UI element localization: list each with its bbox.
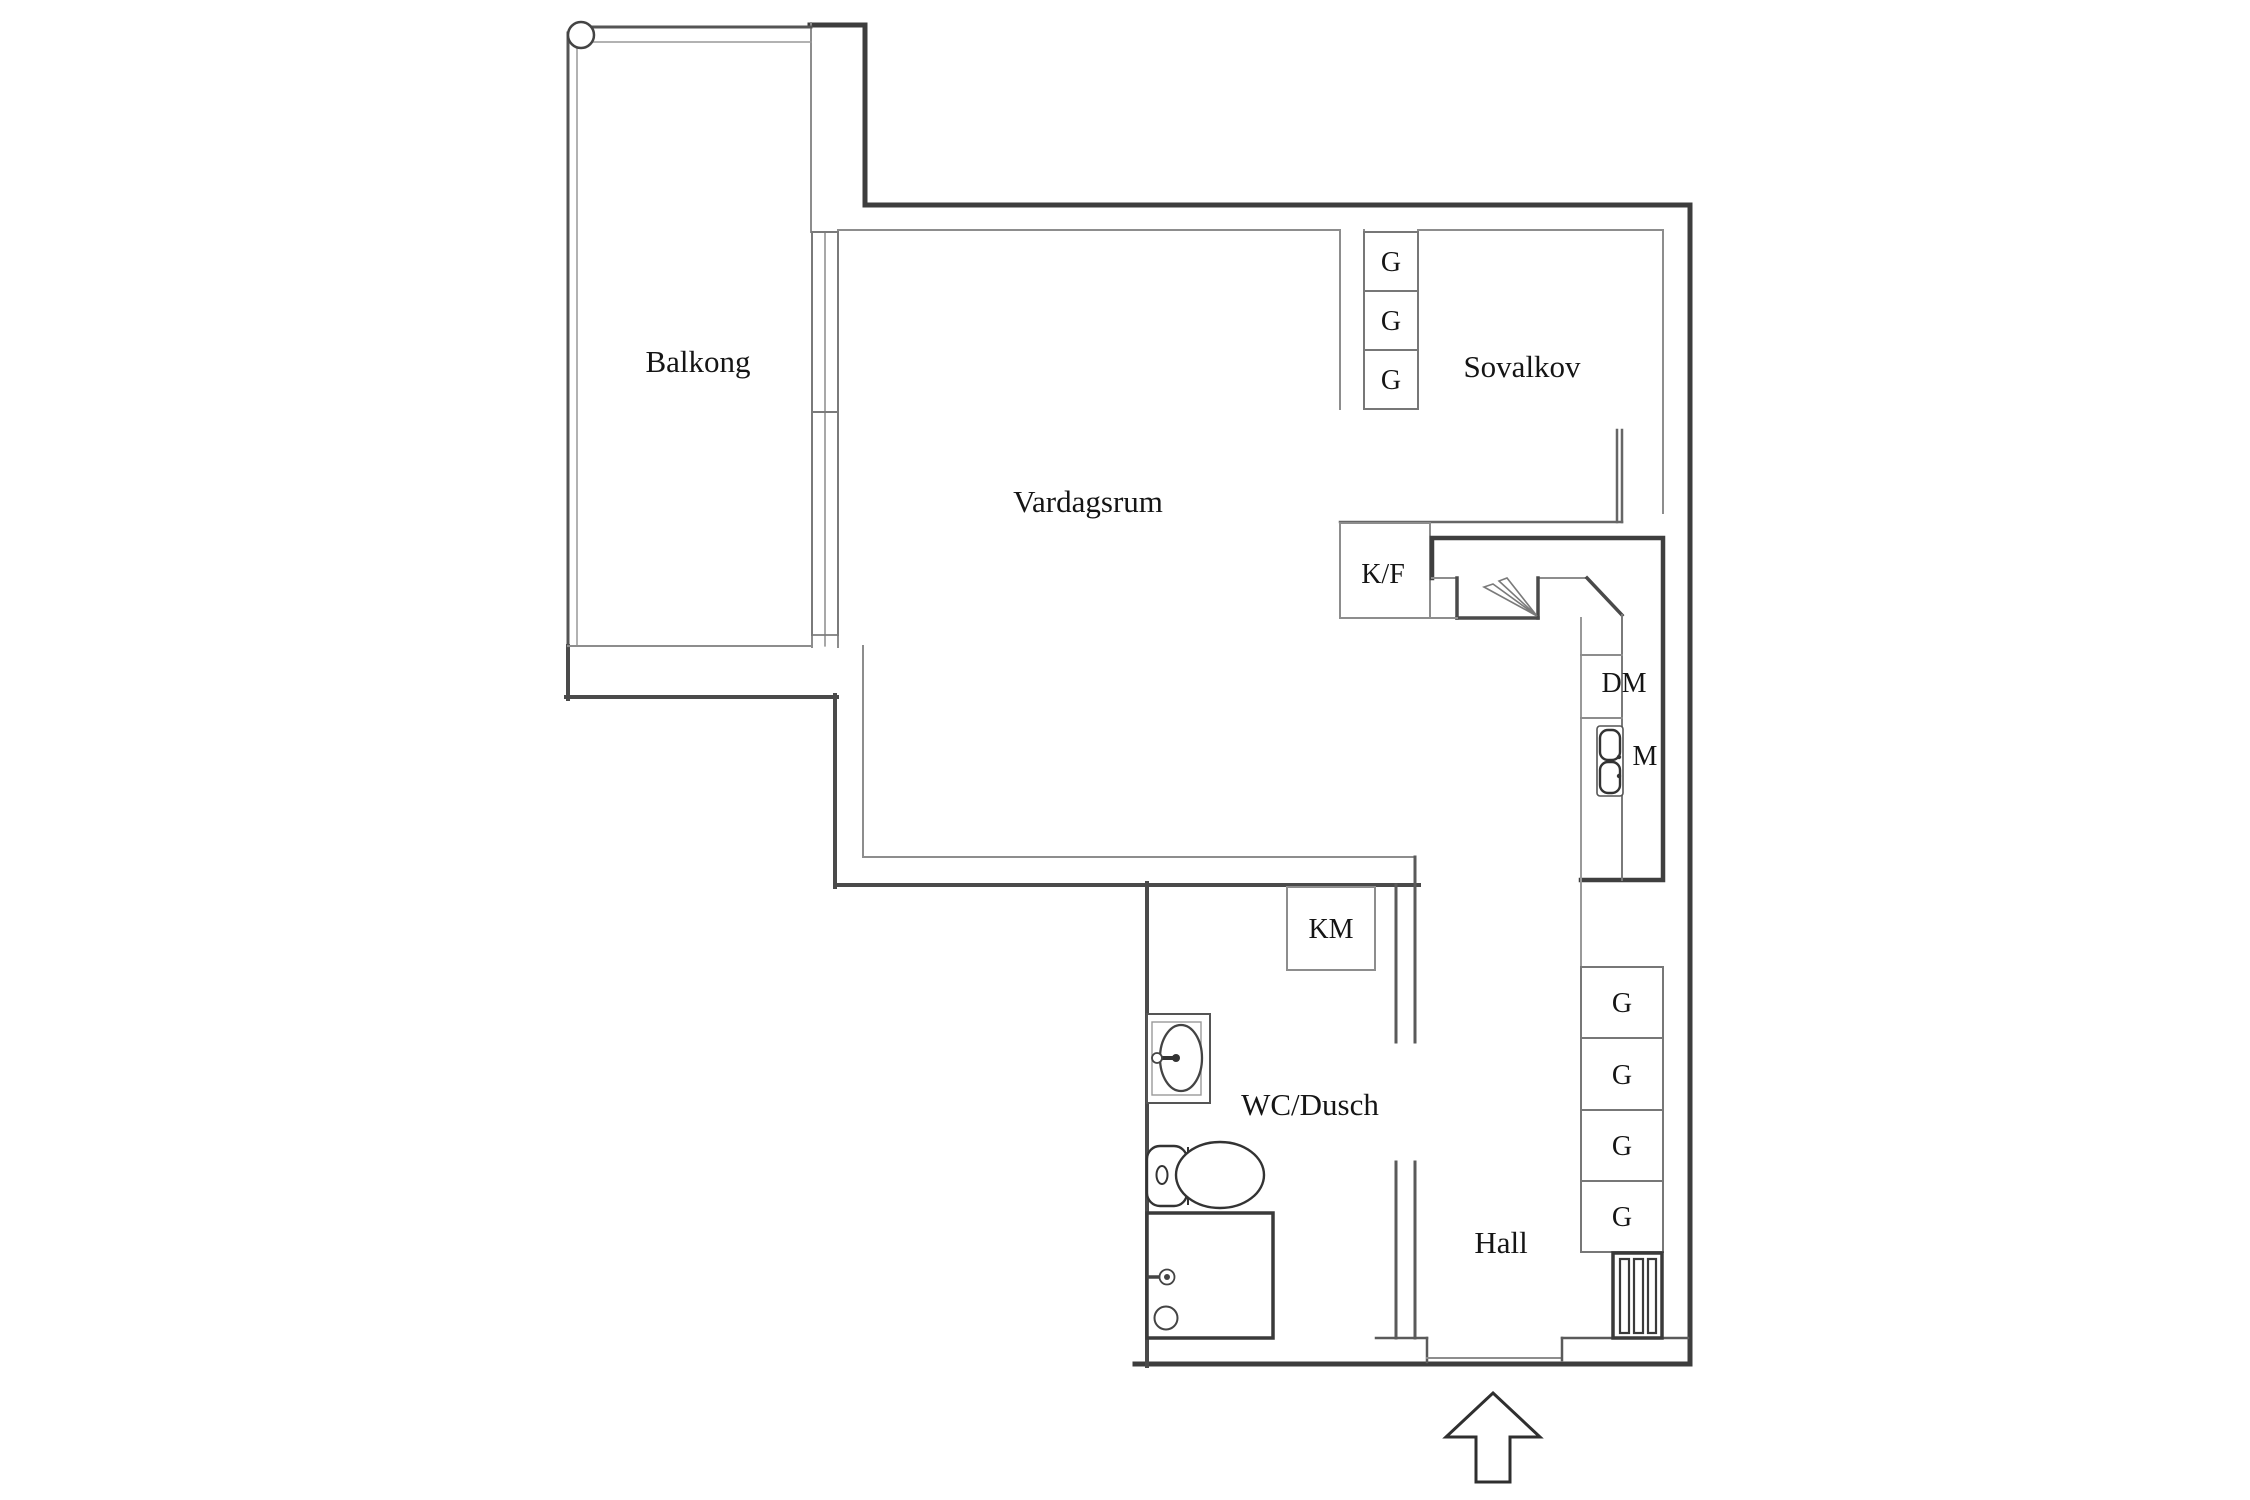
shower-drain xyxy=(1153,1305,1179,1331)
kitchen-sink-icon xyxy=(1596,725,1624,797)
label-wardrobe-g: G xyxy=(1612,1131,1632,1162)
balcony-column-icon xyxy=(566,20,596,50)
wardrobe-box xyxy=(1363,231,1419,410)
label-wardrobe-g: G xyxy=(1381,365,1401,396)
shower-icon xyxy=(1145,1211,1275,1340)
stove-wedge-icon xyxy=(1482,577,1538,617)
balcony xyxy=(566,20,839,648)
toilet-icon xyxy=(1145,1140,1266,1210)
wc-east-wall xyxy=(1394,855,1417,1340)
hall-closets xyxy=(1580,966,1664,1253)
label-wardrobe-g: G xyxy=(1381,306,1401,337)
sovalkov-south-wall xyxy=(1338,428,1624,524)
label-fridge-freezer: K/F xyxy=(1361,559,1405,590)
label-sovalkov: Sovalkov xyxy=(1463,349,1581,384)
interior-wall-lines xyxy=(810,22,1664,858)
counter-outline xyxy=(1429,535,1666,883)
labels: Balkong Vardagsrum Sovalkov WC/Dusch Hal… xyxy=(645,247,1657,1260)
wc-dusch-room xyxy=(1145,886,1376,1340)
entrance-arrow-icon xyxy=(1442,1390,1544,1484)
entrance-recess xyxy=(1374,1336,1690,1364)
radiator-icon xyxy=(1611,1251,1664,1340)
sovalkov-closets xyxy=(1363,231,1419,410)
label-wardrobe-g: G xyxy=(1612,1060,1632,1091)
fridge-freezer-box xyxy=(1339,522,1431,619)
label-vardagsrum: Vardagsrum xyxy=(1013,484,1163,519)
label-wardrobe-g: G xyxy=(1612,988,1632,1019)
label-wardrobe-g: G xyxy=(1381,247,1401,278)
window-wall xyxy=(811,231,839,647)
stove-box xyxy=(1455,576,1540,620)
label-wc-dusch: WC/Dusch xyxy=(1241,1087,1379,1122)
label-hall: Hall xyxy=(1474,1225,1527,1260)
label-wardrobe-g: G xyxy=(1612,1202,1632,1233)
label-micro: M xyxy=(1633,741,1658,772)
exterior-walls-southwest xyxy=(564,644,1421,1368)
washing-machine-box xyxy=(1286,886,1376,971)
label-washing-machine: KM xyxy=(1308,914,1353,945)
exterior-walls xyxy=(807,22,1693,1367)
kitchen xyxy=(1339,522,1666,968)
bathroom-sink-icon xyxy=(1146,1013,1211,1104)
label-dishwasher: DM xyxy=(1601,668,1646,699)
counter-corner-diagonal xyxy=(1584,575,1625,618)
label-balkong: Balkong xyxy=(645,344,750,379)
